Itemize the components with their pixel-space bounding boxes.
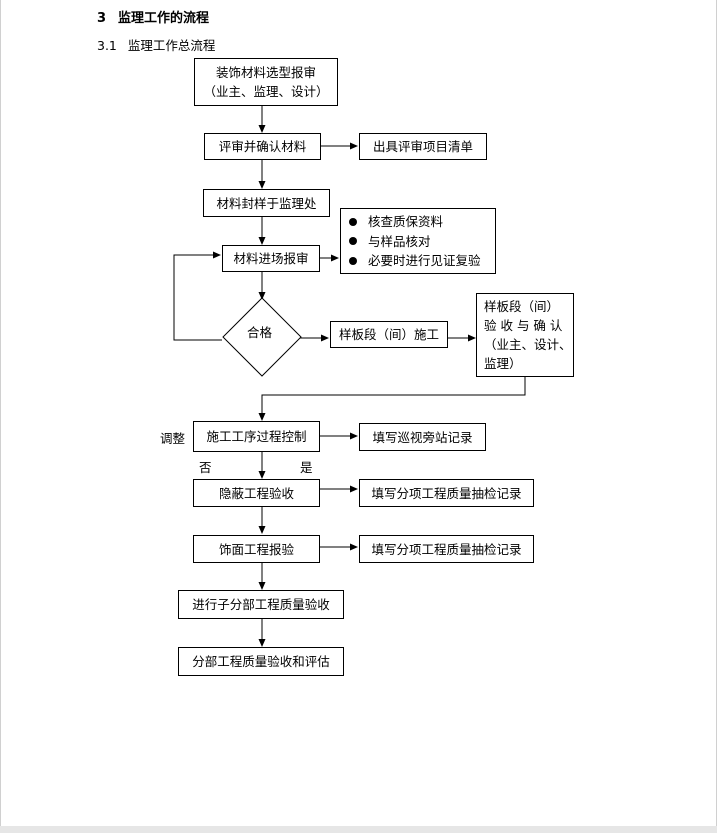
- subsection-number: 3.1: [97, 38, 117, 53]
- sample-acceptance-line2: 验 收 与 确 认: [484, 318, 563, 333]
- sampling-record-2-box: 填写分项工程质量抽检记录: [359, 535, 534, 563]
- check-item-label: 核查质保资料: [368, 214, 444, 229]
- division-acceptance-label: 分部工程质量验收和评估: [192, 654, 330, 669]
- sampling-record-2-label: 填写分项工程质量抽检记录: [371, 541, 522, 557]
- process-control-label: 施工工序过程控制: [206, 429, 307, 444]
- patrol-record-box: 填写巡视旁站记录: [359, 423, 486, 451]
- concealed-acceptance-box: 隐蔽工程验收: [193, 479, 320, 507]
- confirm-material-label: 评审并确认材料: [218, 139, 307, 154]
- subsection-title: 监理工作总流程: [127, 38, 216, 53]
- subdivision-acceptance-label: 进行子分部工程质量验收: [192, 597, 330, 612]
- section-heading: 3 监理工作的流程: [97, 7, 209, 26]
- qualified-label: 合格: [247, 325, 273, 340]
- process-control-box: 施工工序过程控制: [193, 421, 320, 452]
- checks-box: 核查质保资料 与样品核对 必要时进行见证复验: [340, 208, 496, 274]
- sampling-record-1-label: 填写分项工程质量抽检记录: [371, 485, 522, 501]
- sample-construction-label: 样板段（间）施工: [338, 327, 439, 342]
- issue-list-label: 出具评审项目清单: [372, 139, 473, 154]
- select-report-box: 装饰材料选型报审 （业主、监理、设计）: [194, 58, 338, 106]
- arrow-loop-back: [173, 251, 222, 341]
- concealed-acceptance-label: 隐蔽工程验收: [218, 485, 294, 501]
- select-report-line1: 装饰材料选型报审: [215, 65, 316, 80]
- section-title: 监理工作的流程: [118, 11, 210, 26]
- no-label: 否: [199, 460, 212, 475]
- finish-report-box: 饰面工程报验: [193, 535, 320, 563]
- issue-list-box: 出具评审项目清单: [359, 133, 487, 160]
- check-item-label: 与样品核对: [368, 233, 431, 249]
- patrol-record-label: 填写巡视旁站记录: [372, 429, 473, 445]
- seal-sample-box: 材料封样于监理处: [203, 189, 330, 217]
- check-item: 核查质保资料: [349, 212, 495, 232]
- confirm-material-box: 评审并确认材料: [204, 133, 321, 160]
- page-bottom-margin: [0, 826, 717, 833]
- sample-acceptance-box: 样板段（间） 验 收 与 确 认 （业主、设计、 监理）: [476, 293, 574, 377]
- bullet-icon: [349, 256, 357, 265]
- entry-report-label: 材料进场报审: [233, 251, 309, 266]
- select-report-line2: （业主、监理、设计）: [203, 84, 329, 99]
- entry-report-box: 材料进场报审: [222, 245, 320, 272]
- bullet-icon: [349, 217, 357, 226]
- sample-acceptance-line4: 监理）: [484, 356, 522, 371]
- yes-label: 是: [300, 460, 313, 475]
- adjust-label: 调整: [160, 431, 186, 446]
- check-item: 必要时进行见证复验: [349, 251, 495, 271]
- check-item: 与样品核对: [349, 232, 495, 252]
- arrow-acceptance-to-control: [258, 377, 526, 421]
- seal-sample-label: 材料封样于监理处: [216, 195, 317, 211]
- sample-construction-box: 样板段（间）施工: [330, 321, 448, 348]
- subsection-heading: 3.1 监理工作总流程: [97, 35, 215, 54]
- section-number: 3: [97, 11, 107, 26]
- division-acceptance-box: 分部工程质量验收和评估: [178, 647, 344, 676]
- page-edge-left: [0, 0, 1, 833]
- finish-report-label: 饰面工程报验: [218, 541, 294, 557]
- sample-acceptance-line1: 样板段（间）: [484, 299, 560, 314]
- bullet-icon: [349, 237, 357, 246]
- sample-acceptance-line3: （业主、设计、: [484, 337, 572, 352]
- subdivision-acceptance-box: 进行子分部工程质量验收: [178, 590, 344, 619]
- sampling-record-1-box: 填写分项工程质量抽检记录: [359, 479, 534, 507]
- qualified-diamond: [222, 297, 302, 377]
- check-item-label: 必要时进行见证复验: [368, 253, 481, 268]
